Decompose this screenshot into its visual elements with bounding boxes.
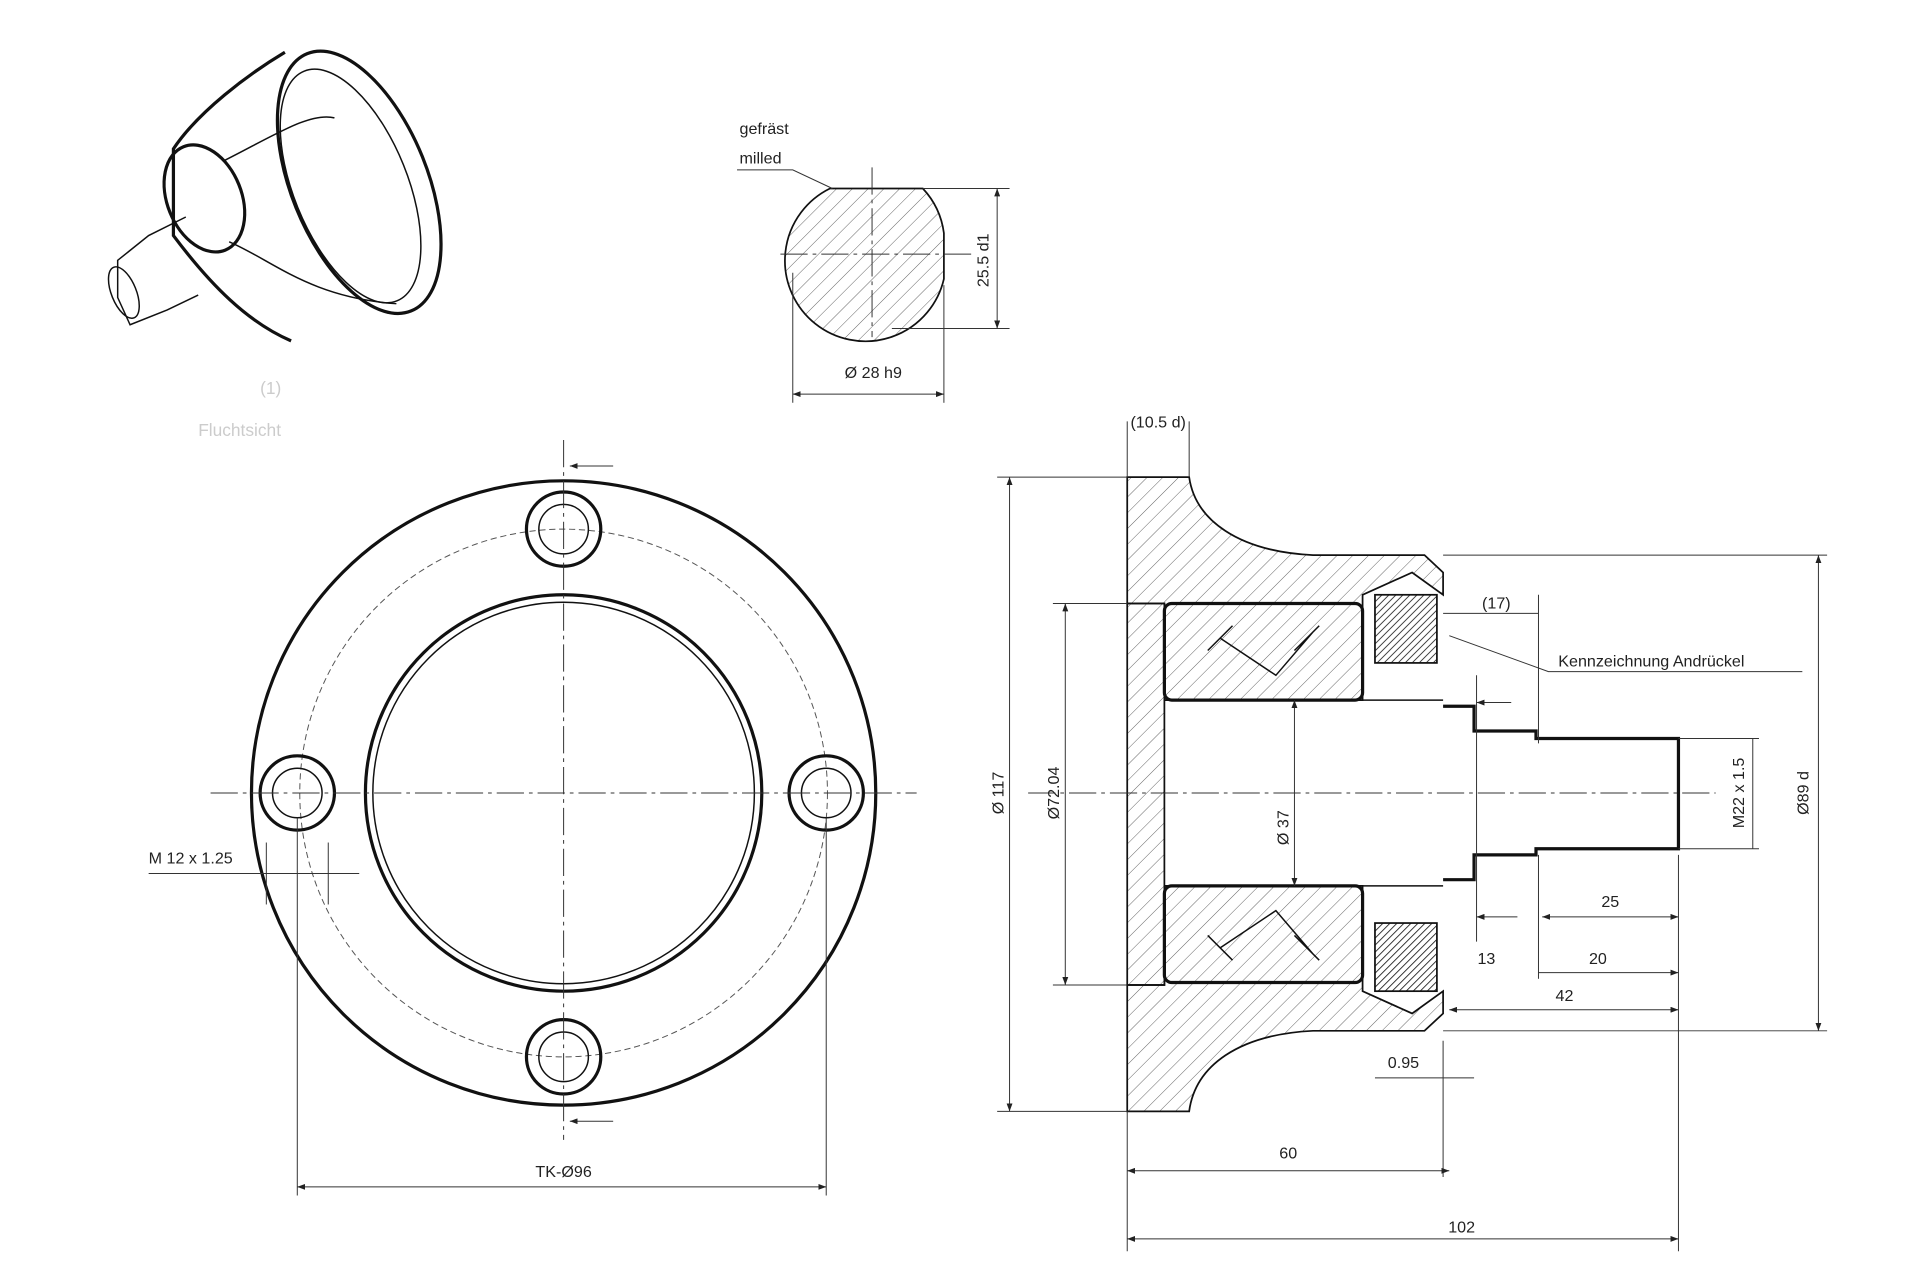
dim-13: 13 <box>1477 950 1495 968</box>
thread-dimension: M 12 x 1.25 <box>149 850 233 868</box>
milled-section-detail: 25.5 d1 Ø 28 h9 gefräst milled <box>737 120 1010 403</box>
dim-0-95: 0.95 <box>1388 1054 1419 1072</box>
inner-diameter-dimension: Ø 37 <box>1274 810 1292 845</box>
iso-label-2: Fluchtsicht <box>198 420 281 440</box>
dim-20: 20 <box>1589 950 1607 968</box>
iso-label-1: (1) <box>260 378 281 398</box>
isometric-view: (1) Fluchtsicht <box>107 49 443 440</box>
bolt-circle-dimension: TK-Ø96 <box>535 1163 591 1181</box>
outer-diameter-dimension: Ø 117 <box>989 772 1007 815</box>
bore-diameter-dimension: Ø72.04 <box>1045 767 1063 820</box>
flat-width-dimension: 25.5 d1 <box>974 233 992 287</box>
dim-25: 25 <box>1601 893 1619 911</box>
front-view: TK-Ø96 M 12 x 1.25 <box>149 439 917 1196</box>
flange-thickness-dimension: (10.5 d) <box>1130 414 1185 432</box>
marking-note: Kennzeichnung Andrückel <box>1558 653 1744 671</box>
note-milled: milled <box>740 150 782 168</box>
dim-42: 42 <box>1556 987 1574 1005</box>
seal-offset-dimension: (17) <box>1482 594 1511 612</box>
hub-diameter-dimension: Ø89 d <box>1795 771 1813 815</box>
note-gefraest: gefräst <box>740 120 790 138</box>
dim-60: 60 <box>1279 1144 1297 1162</box>
thread-m22-dimension: M22 x 1.5 <box>1730 758 1748 829</box>
diameter-dimension: Ø 28 h9 <box>845 364 902 382</box>
dim-102: 102 <box>1448 1219 1475 1237</box>
section-view: (10.5 d) Ø 117 Ø72.04 Ø 37 M22 x 1.5 Ø89… <box>989 414 1828 1252</box>
